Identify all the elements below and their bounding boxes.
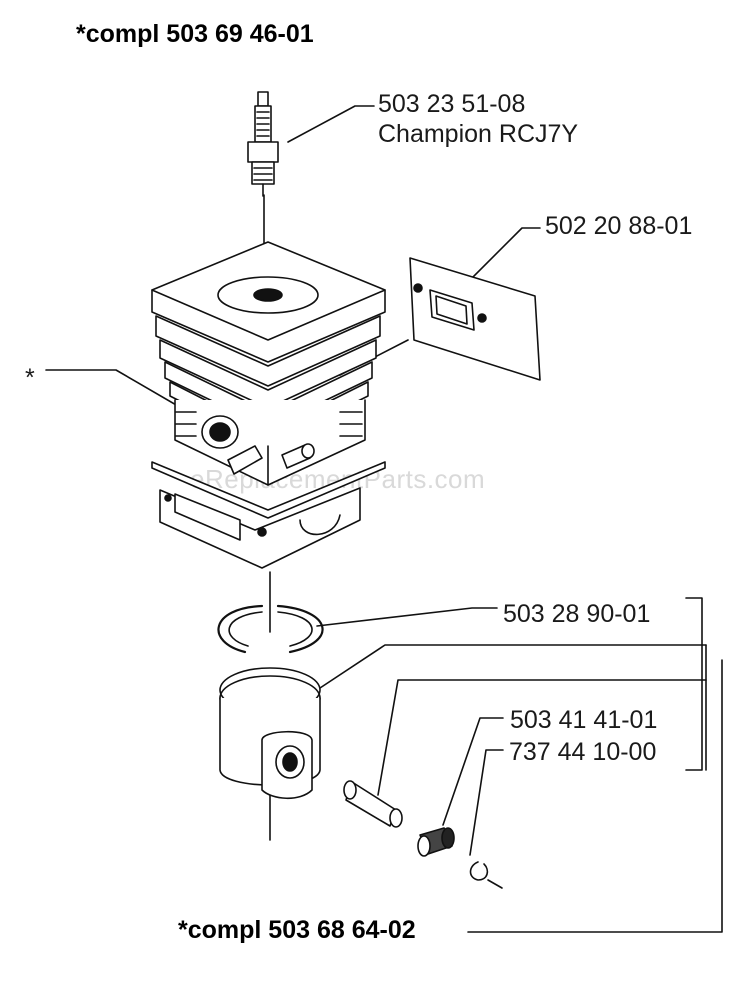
cylinder-icon [151, 241, 386, 569]
piston-icon [219, 667, 321, 800]
spark-plug-name: Champion RCJ7Y [378, 120, 579, 148]
circlip-part-number: 737 44 10-00 [509, 738, 657, 766]
leader-pin [377, 679, 707, 796]
circlip-icon [469, 861, 503, 889]
spark-plug-icon [247, 91, 279, 197]
bracket-footer [467, 659, 723, 933]
leader-spark-plug [287, 105, 375, 143]
leader-piston [319, 644, 707, 689]
needle-bearing-icon [417, 827, 455, 857]
cylinder-marker: * [25, 364, 35, 392]
piston-pin-icon [343, 780, 403, 828]
leader-bearing [442, 717, 504, 826]
gasket-part-number: 502 20 88-01 [545, 212, 693, 240]
assembly-label-top: *compl 503 69 46-01 [76, 20, 314, 48]
spark-plug-part-number: 503 23 51-08 [378, 90, 526, 118]
leader-circlip [469, 749, 504, 856]
leader-piston-ring [316, 607, 498, 627]
gasket-icon [409, 257, 541, 381]
piston-ring-icon [217, 604, 324, 654]
assembly-label-bottom: *compl 503 68 64-02 [178, 916, 416, 944]
piston-ring-part-number: 503 28 90-01 [503, 600, 651, 628]
leader-cylinder [45, 369, 203, 421]
bearing-part-number: 503 41 41-01 [510, 706, 658, 734]
bracket-piston-ring [685, 597, 703, 771]
